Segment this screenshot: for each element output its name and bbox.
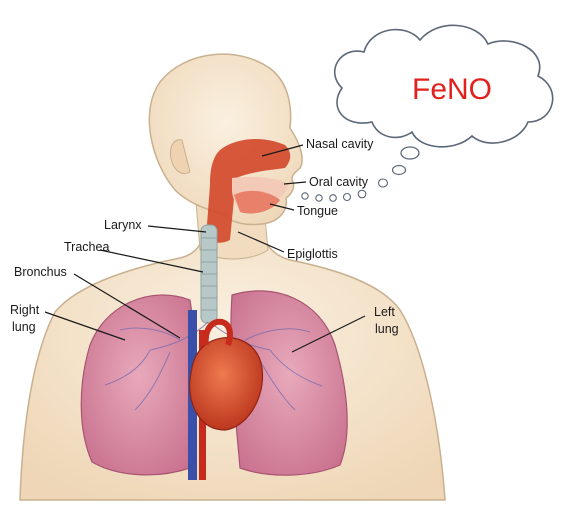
label-right-lung-line1: Right (10, 303, 40, 317)
label-left-lung-line2: lung (375, 322, 399, 336)
bubble-dot (401, 147, 419, 159)
bubble-dot (379, 179, 388, 187)
label-oral-cavity: Oral cavity (309, 175, 369, 189)
label-epiglottis: Epiglottis (287, 247, 338, 261)
trachea-shape (201, 225, 217, 323)
label-trachea: Trachea (64, 240, 109, 254)
bubble-dot (358, 190, 366, 198)
bubble-dot (330, 195, 337, 202)
bubble-dot (302, 193, 308, 199)
bubble-dot (316, 195, 322, 201)
feno-label: FeNO (412, 73, 492, 106)
label-larynx: Larynx (104, 218, 142, 232)
label-tongue: Tongue (297, 204, 338, 218)
bubble-dot (344, 194, 351, 201)
label-left-lung-line1: Left (374, 305, 395, 319)
label-nasal-cavity: Nasal cavity (306, 137, 374, 151)
label-right-lung-line2: lung (12, 320, 36, 334)
label-bronchus: Bronchus (14, 265, 67, 279)
bubble-dot (393, 166, 406, 175)
